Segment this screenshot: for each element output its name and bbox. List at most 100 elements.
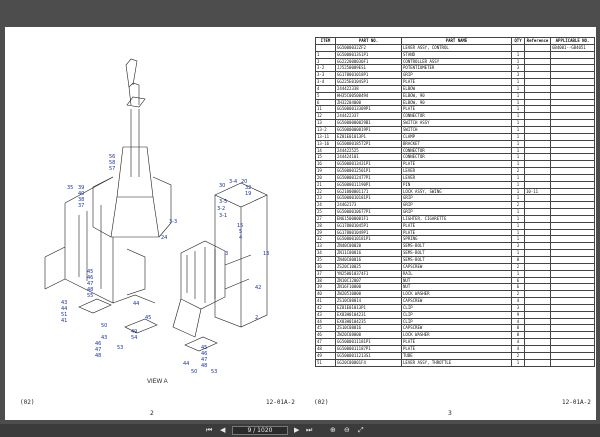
cell-applicable bbox=[550, 214, 595, 223]
cell-applicable bbox=[550, 180, 595, 189]
cell-reference bbox=[524, 256, 551, 264]
cell-item: 13-11 bbox=[315, 132, 336, 141]
cell-item: 13 bbox=[315, 119, 336, 127]
left-page bbox=[5, 27, 301, 420]
cell-part-name: SEMS-BOLT bbox=[401, 249, 512, 257]
callout-label: 42 bbox=[255, 285, 261, 291]
callout-label: 3-1 bbox=[219, 213, 227, 219]
cell-part-no: HH35C00500494 bbox=[335, 91, 402, 100]
cell-part-no: 24462173 bbox=[335, 201, 402, 210]
callout-label: 44 bbox=[61, 306, 67, 312]
callout-label: 50 bbox=[101, 323, 107, 329]
callout-label: 46 bbox=[95, 341, 101, 347]
cell-qty: 2 bbox=[511, 351, 525, 360]
cell-reference bbox=[524, 303, 551, 312]
prev-page-icon[interactable]: ◀ bbox=[220, 426, 226, 434]
callout-label: 55 bbox=[87, 293, 93, 299]
cell-applicable bbox=[550, 132, 595, 141]
table-header-row: ITEM PART NO. PART NAME QTY Reference AP… bbox=[315, 37, 595, 45]
cell-part-name: PLATE bbox=[401, 221, 512, 230]
cell-qty: 1 bbox=[511, 269, 525, 278]
cell-reference bbox=[524, 221, 551, 230]
cell-part-no: ZN10C12007 bbox=[335, 276, 402, 285]
cell-part-no: EN615000001F1 bbox=[335, 214, 402, 223]
cell-part-name: GRIP bbox=[401, 208, 512, 216]
cell-part-name: SWITCH ASSY bbox=[401, 119, 512, 127]
cell-applicable bbox=[550, 64, 595, 73]
cell-item: 3-2 bbox=[315, 64, 336, 73]
cell-qty: 2 bbox=[511, 201, 525, 210]
cell-reference bbox=[524, 214, 551, 223]
cell-part-name: SEMS-BOLT bbox=[401, 256, 512, 264]
cell-qty: 3 bbox=[511, 71, 525, 80]
cell-part-name: GRIP bbox=[401, 71, 512, 80]
column-header-part-name: PART NAME bbox=[401, 37, 512, 45]
cell-applicable bbox=[550, 194, 595, 203]
left-footer-page-number: 2 bbox=[150, 410, 154, 417]
callout-label: 3-3 bbox=[169, 219, 177, 225]
cell-qty: 1 bbox=[511, 180, 525, 189]
fullscreen-icon[interactable]: ⤢ bbox=[358, 426, 364, 434]
zoom-in-icon[interactable]: ⊕ bbox=[330, 426, 336, 434]
callout-label: 41 bbox=[61, 318, 67, 324]
callout-label: 24 bbox=[161, 235, 167, 241]
cell-applicable bbox=[550, 317, 595, 326]
cell-qty: 1 bbox=[511, 160, 525, 169]
cell-part-no: GG178001045P1 bbox=[335, 221, 402, 230]
cell-item: 39 bbox=[315, 283, 336, 292]
cell-part-no: ZN16F10000 bbox=[335, 283, 402, 292]
cell-reference bbox=[524, 160, 551, 169]
cell-part-name: CONNECTOR bbox=[401, 112, 512, 121]
cell-part-no: GG5000011187P1 bbox=[335, 344, 402, 353]
cell-reference bbox=[524, 358, 551, 367]
cell-item: 3-4 bbox=[315, 78, 336, 86]
exploded-parts-diagram: 56 58 57 35 39 40 38 37 30 3-4 20 32 19 … bbox=[44, 58, 269, 385]
cell-item: 4 bbox=[315, 84, 336, 93]
cell-qty: 1 bbox=[511, 194, 525, 203]
cell-part-no: GG5000018572P1 bbox=[335, 139, 402, 148]
cell-reference bbox=[524, 235, 551, 244]
page-number-field[interactable]: 9 / 1020 bbox=[232, 426, 288, 435]
cell-reference bbox=[524, 119, 551, 127]
cell-qty: 1 bbox=[511, 146, 525, 155]
view-label: VIEW A bbox=[147, 379, 168, 385]
cell-reference bbox=[524, 249, 551, 257]
next-page-icon[interactable]: ▶ bbox=[294, 426, 300, 434]
cell-reference bbox=[524, 50, 551, 59]
cell-item: 27 bbox=[315, 214, 336, 223]
zoom-out-icon[interactable]: ⊖ bbox=[344, 426, 350, 434]
cell-item: 25 bbox=[315, 208, 336, 216]
cell-part-no: GG5000000019P1 bbox=[335, 125, 402, 134]
cell-qty: 4 bbox=[511, 317, 525, 326]
cell-part-name: ELBOW, 90 bbox=[401, 91, 512, 100]
cell-reference bbox=[524, 344, 551, 353]
cell-applicable bbox=[550, 105, 595, 114]
cell-applicable bbox=[550, 344, 595, 353]
left-footer-code: (02) bbox=[20, 399, 35, 406]
cell-reference bbox=[524, 125, 551, 134]
cell-part-no: GG5000010181P1 bbox=[335, 235, 402, 244]
first-page-icon[interactable]: ⏮ bbox=[206, 426, 213, 434]
callout-label: 46 bbox=[201, 351, 207, 357]
cell-part-no: 244422338 bbox=[335, 84, 402, 93]
last-page-icon[interactable]: ⏭ bbox=[306, 426, 313, 434]
cell-qty: 1 bbox=[511, 235, 525, 244]
cell-part-name: PLATE bbox=[401, 344, 512, 353]
cell-reference bbox=[524, 338, 551, 346]
callout-label: 39 bbox=[78, 185, 84, 191]
callout-label: 47 bbox=[95, 347, 101, 353]
callout-label: 54 bbox=[131, 335, 137, 341]
